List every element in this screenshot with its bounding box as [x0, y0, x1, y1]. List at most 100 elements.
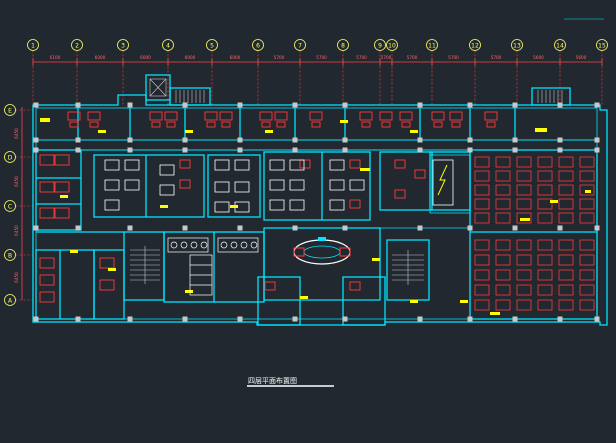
chair: [414, 169, 426, 179]
hall-desk: [495, 254, 511, 266]
column-dimension: 5700: [356, 55, 367, 60]
column-dimension: 5700: [407, 55, 418, 60]
hall-desk: [495, 284, 511, 296]
hall-desk: [516, 212, 532, 224]
row-bubble-A: [4, 294, 16, 306]
structural-column: [182, 316, 188, 322]
office-desk: [159, 164, 175, 176]
hall-desk: [537, 212, 553, 224]
chair: [394, 189, 406, 199]
row-dimension: 6450: [14, 225, 19, 236]
structural-column: [417, 225, 423, 231]
hall-desk: [516, 198, 532, 210]
furniture-item: [99, 257, 115, 269]
structural-column: [237, 316, 243, 322]
office-desk: [214, 159, 230, 171]
column-dimension: 5700: [491, 55, 502, 60]
row-bubble-C: [4, 200, 16, 212]
column-dimension: 5700: [274, 55, 285, 60]
hall-desk: [537, 284, 553, 296]
chair: [206, 121, 216, 128]
column-label-13: 13: [513, 42, 521, 49]
structural-column: [127, 137, 133, 143]
desk: [359, 111, 373, 121]
structural-column: [75, 225, 81, 231]
desk: [379, 111, 393, 121]
structural-column: [512, 316, 518, 322]
office-desk: [289, 159, 305, 171]
stair-top-left: [169, 87, 211, 106]
column-bubble-5: [206, 39, 218, 51]
structural-column: [594, 147, 600, 153]
furniture-item: [99, 279, 115, 291]
structural-column: [292, 147, 298, 153]
furniture-item: [39, 291, 55, 303]
chair: [433, 121, 443, 128]
outer-wall: [32, 94, 608, 326]
hall-desk: [558, 299, 574, 311]
row-label-A: A: [8, 297, 13, 304]
hall-desk: [537, 239, 553, 251]
hall-desk: [474, 184, 490, 196]
desk: [449, 111, 463, 121]
column-label-1: 1: [31, 42, 35, 49]
desk: [274, 111, 288, 121]
hall-desk: [579, 184, 595, 196]
office-desk: [159, 184, 175, 196]
structural-column: [33, 147, 39, 153]
hall-desk: [516, 299, 532, 311]
column-bubble-6: [252, 39, 264, 51]
column-bubble-11: [426, 39, 438, 51]
hall-desk: [516, 239, 532, 251]
hall-desk: [516, 170, 532, 182]
hall-desk: [516, 254, 532, 266]
office-desk: [329, 179, 345, 191]
hall-desk: [474, 269, 490, 281]
column-bubble-7: [294, 39, 306, 51]
highlight-mark: [410, 130, 418, 133]
highlight-mark: [340, 120, 348, 123]
chair: [349, 281, 361, 291]
structural-column: [512, 225, 518, 231]
hall-desk: [579, 254, 595, 266]
hall-desk: [537, 269, 553, 281]
hall-desk: [516, 284, 532, 296]
structural-columns: [33, 102, 600, 322]
structural-column: [292, 102, 298, 108]
office-desk: [269, 159, 285, 171]
structural-column: [182, 147, 188, 153]
highlight-mark: [108, 268, 116, 271]
column-dimension: 6000: [140, 55, 151, 60]
column-bubble-13: [511, 39, 523, 51]
highlight-mark: [265, 130, 273, 133]
desk: [399, 111, 413, 121]
structural-column: [237, 147, 243, 153]
structural-column: [33, 316, 39, 322]
row-dimension: 6450: [14, 272, 19, 283]
structural-column: [182, 102, 188, 108]
desk: [149, 111, 163, 121]
hall-desk: [495, 170, 511, 182]
column-dimension: 6000: [185, 55, 196, 60]
training-hall: [469, 149, 598, 320]
row-label-C: C: [8, 203, 12, 210]
column-dimension: 5700: [448, 55, 459, 60]
office-desk: [124, 159, 140, 171]
column-bubble-10: [386, 39, 398, 51]
desk: [67, 111, 81, 121]
hall-desk: [516, 156, 532, 168]
structural-column: [557, 225, 563, 231]
office-desk: [214, 201, 230, 213]
chair: [451, 121, 461, 128]
highlight-mark: [60, 195, 68, 198]
hall-desk: [579, 198, 595, 210]
office-desk: [214, 181, 230, 193]
column-dimension: 5600: [533, 55, 544, 60]
column-dimension: 5700: [316, 55, 327, 60]
column-bubble-8: [337, 39, 349, 51]
highlight-mark: [40, 118, 50, 122]
office-desk: [289, 199, 305, 211]
hall-desk: [474, 239, 490, 251]
column-dimension: 5700: [381, 55, 392, 60]
